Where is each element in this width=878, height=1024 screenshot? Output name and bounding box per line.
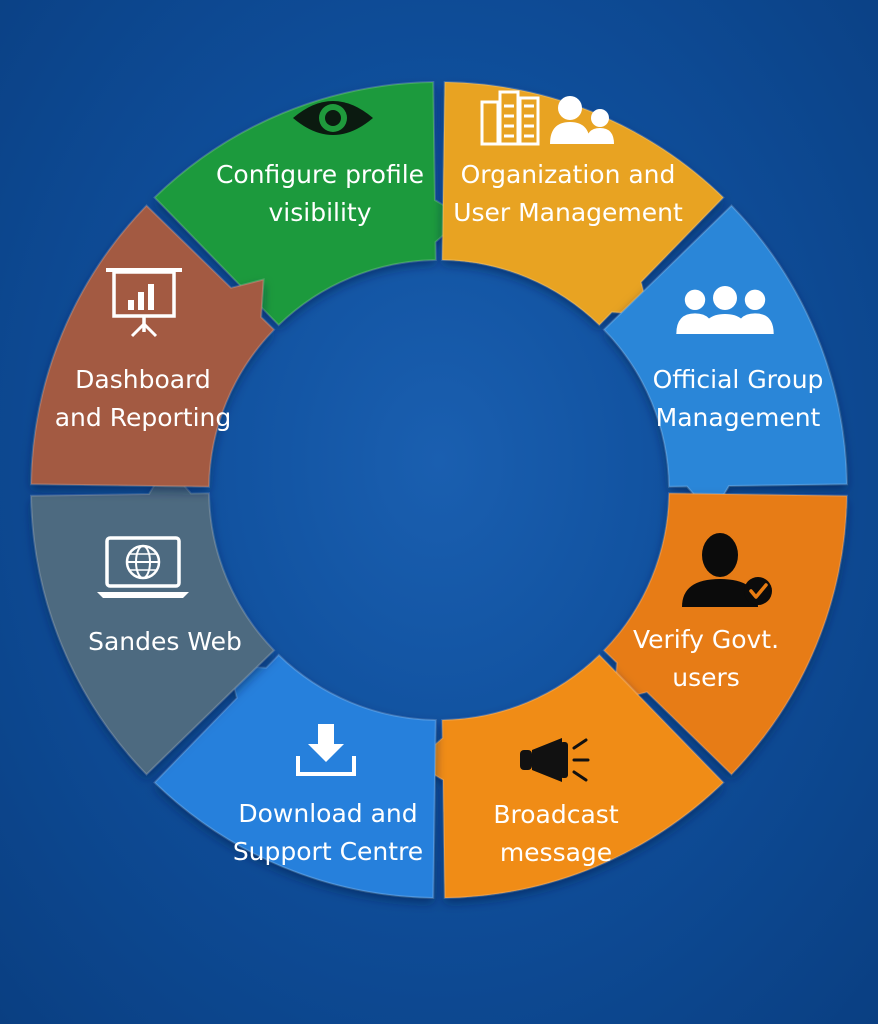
segment-label-line: Configure profile <box>216 160 424 189</box>
segment-label-line: Download and <box>238 799 417 828</box>
segment-label-sandes-web: Sandes Web <box>88 627 242 656</box>
segment-highlight <box>602 492 848 776</box>
segment-label-line: and Reporting <box>55 403 232 432</box>
segment-broadcast-message <box>414 654 724 898</box>
segment-label-line: Sandes Web <box>88 627 242 656</box>
segment-label-line: users <box>672 663 740 692</box>
segment-highlight <box>441 81 725 327</box>
download-icon <box>296 724 356 776</box>
verified-user-icon <box>682 533 772 607</box>
segment-label-dashboard-reporting: Dashboard and Reporting <box>55 365 232 432</box>
buildings-users-icon <box>480 90 614 146</box>
segment-highlight <box>153 653 437 899</box>
group-icon <box>676 286 774 334</box>
segment-verify-govt-users <box>603 493 847 775</box>
segment-label-line: Organization and <box>461 160 676 189</box>
segment-highlight <box>153 81 466 327</box>
segment-label-line: User Management <box>453 198 683 227</box>
eye-icon <box>293 101 373 135</box>
segment-configure-profile-visibility <box>154 82 464 326</box>
segment-official-group-management <box>603 205 847 515</box>
segment-dashboard-reporting <box>31 205 275 487</box>
segment-label-line: Broadcast <box>493 800 618 829</box>
segment-highlight <box>30 463 276 776</box>
segment-label-line: Verify Govt. <box>633 625 779 654</box>
segment-label-line: Dashboard <box>75 365 211 394</box>
segment-label-broadcast-message: Broadcast message <box>493 800 618 867</box>
segment-highlight <box>602 204 848 517</box>
laptop-globe-icon <box>97 536 189 598</box>
segment-label-line: Support Centre <box>233 837 423 866</box>
segment-highlight <box>412 653 725 899</box>
segment-label-line: message <box>500 838 612 867</box>
segment-label-line: Official Group <box>653 365 824 394</box>
segment-label-line: visibility <box>268 198 371 227</box>
segment-label-verify-govt-users: Verify Govt. users <box>633 625 779 692</box>
presentation-chart-icon <box>106 268 182 338</box>
segment-highlight <box>30 204 276 488</box>
segment-sandes-web <box>31 465 275 775</box>
segment-download-support-centre <box>154 654 436 898</box>
segment-label-configure-profile-visibility: Configure profile visibility <box>216 160 424 227</box>
segment-label-line: Management <box>656 403 821 432</box>
megaphone-icon <box>520 738 590 782</box>
